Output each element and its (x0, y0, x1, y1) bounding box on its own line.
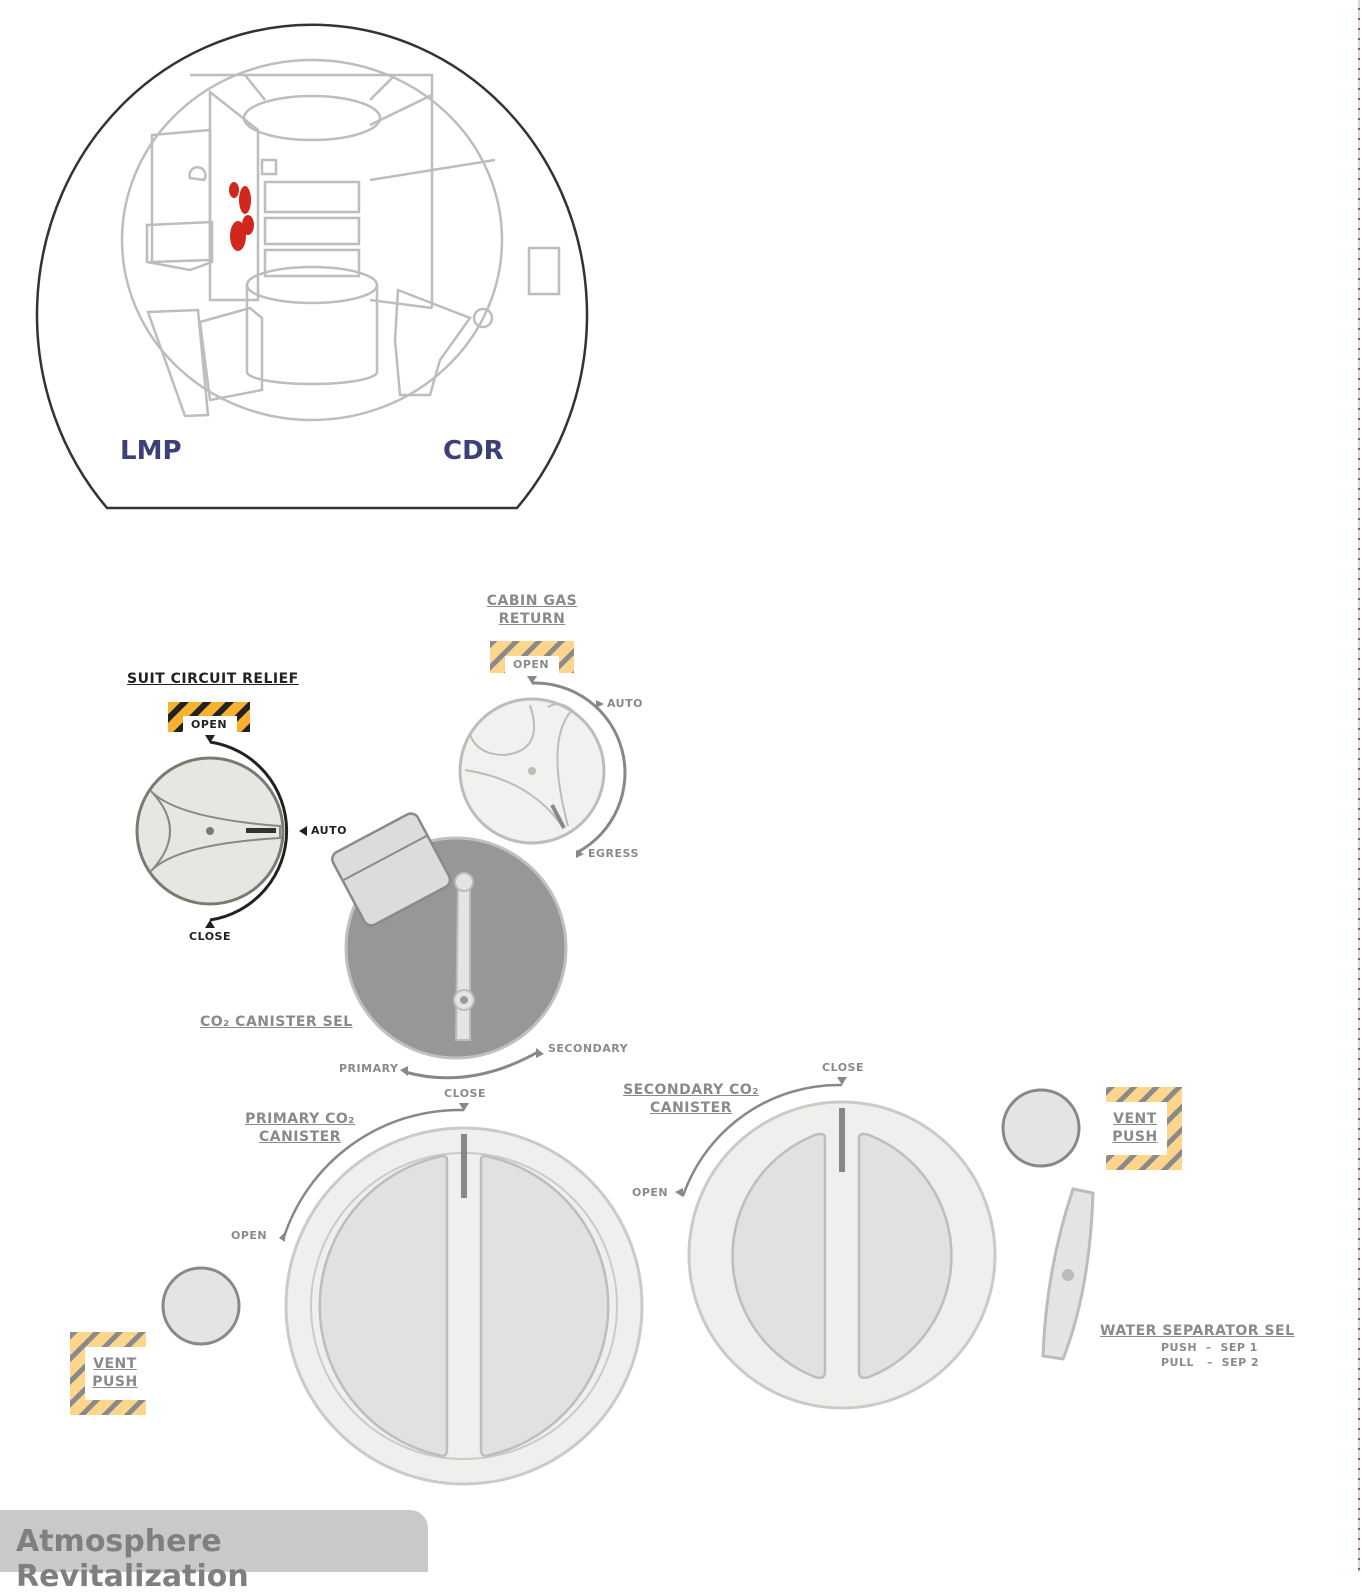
co2-sel-secondary-label: SECONDARY (548, 1042, 629, 1055)
cabin-gas-egress-label: EGRESS (588, 847, 639, 860)
co2-canister-selector[interactable] (329, 811, 568, 1080)
cabin-gas-open-label: OPEN (513, 658, 550, 671)
primary-co2-open-label: OPEN (231, 1229, 268, 1242)
cabin-gas-return-title-line1: CABIN GAS (486, 593, 578, 609)
secondary-co2-title-line2: CANISTER (649, 1100, 732, 1116)
panel-tab-label: Atmosphere Revitalization (16, 1524, 249, 1594)
secondary-co2-close-label: CLOSE (822, 1061, 864, 1074)
highlight-markers (229, 182, 254, 251)
secondary-co2-open-label: OPEN (632, 1186, 669, 1199)
suit-relief-auto-label: AUTO (311, 824, 347, 837)
vent-button-left[interactable] (161, 1266, 241, 1346)
cabin-gas-return-title: CABIN GAS RETURN (482, 592, 582, 628)
co2-canister-sel-title: CO₂ CANISTER SEL (200, 1014, 353, 1030)
vent-right-line2: PUSH (1112, 1129, 1158, 1145)
capsule-interior-view (35, 23, 589, 510)
suit-circuit-relief-knob[interactable] (135, 702, 307, 928)
suit-relief-close-label: CLOSE (189, 930, 231, 943)
primary-co2-close-label: CLOSE (444, 1087, 486, 1100)
vent-left-label: VENT PUSH (88, 1355, 142, 1391)
vent-button-right[interactable] (1001, 1088, 1081, 1168)
vent-left-line2: PUSH (92, 1374, 138, 1390)
vent-left-line1: VENT (93, 1356, 137, 1372)
water-separator-lever[interactable] (1041, 1187, 1095, 1361)
vent-right-line1: VENT (1113, 1111, 1157, 1127)
cdr-label: CDR (443, 436, 504, 466)
suit-circuit-relief-title: SUIT CIRCUIT RELIEF (127, 671, 299, 687)
primary-co2-title-line1: PRIMARY CO₂ (245, 1111, 355, 1127)
vent-left-hazard-frame (70, 1332, 146, 1415)
water-separator-pull-label: PULL – SEP 2 (1161, 1356, 1260, 1369)
primary-co2-canister-title: PRIMARY CO₂ CANISTER (240, 1110, 360, 1146)
lmp-label: LMP (120, 436, 182, 466)
secondary-co2-title-line1: SECONDARY CO₂ (623, 1082, 759, 1098)
suit-relief-open-label: OPEN (191, 718, 228, 731)
cabin-gas-return-knob[interactable] (458, 641, 627, 858)
water-separator-push-label: PUSH – SEP 1 (1161, 1341, 1258, 1354)
co2-sel-primary-label: PRIMARY (339, 1062, 399, 1075)
primary-co2-title-line2: CANISTER (258, 1129, 341, 1145)
water-separator-sel-title: WATER SEPARATOR SEL (1100, 1323, 1295, 1339)
secondary-co2-canister-knob[interactable] (675, 1077, 997, 1410)
vent-right-label: VENT PUSH (1108, 1110, 1162, 1146)
cabin-gas-auto-label: AUTO (607, 697, 643, 710)
vent-right-hazard-frame (1106, 1087, 1182, 1170)
cabin-gas-return-title-line2: RETURN (498, 611, 566, 627)
panel-tab[interactable]: Atmosphere Revitalization (0, 1510, 428, 1594)
right-edge-divider (1358, 0, 1360, 1572)
secondary-co2-canister-title: SECONDARY CO₂ CANISTER (618, 1081, 764, 1117)
primary-co2-canister-knob[interactable] (279, 1103, 644, 1486)
